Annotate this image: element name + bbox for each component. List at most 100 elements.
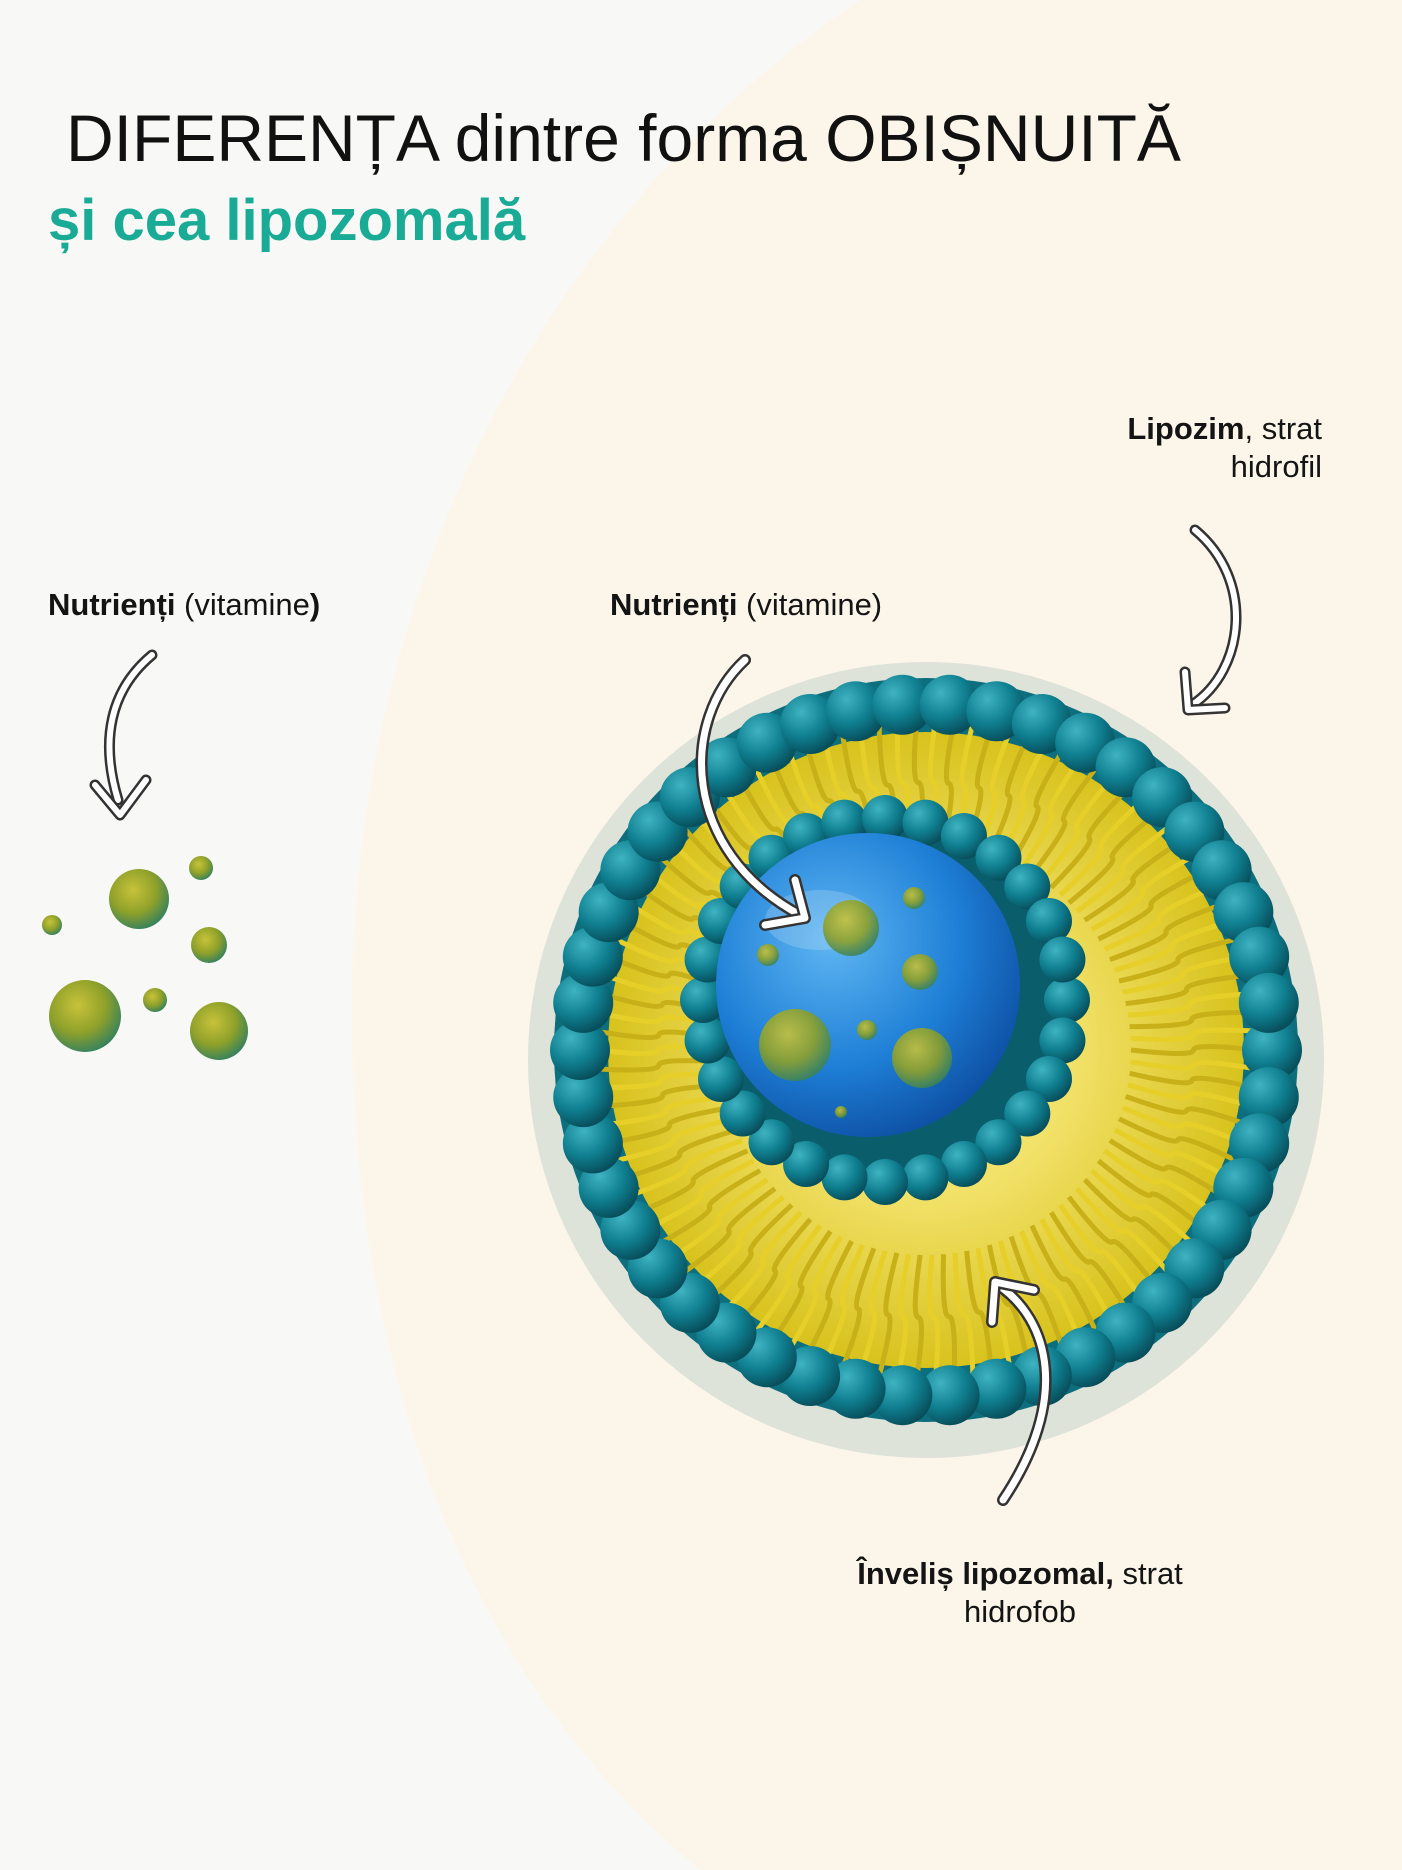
outer-head-group <box>919 674 980 735</box>
lipid-tail <box>1125 972 1248 1007</box>
inner-head-group <box>902 1154 949 1201</box>
outer-head-group <box>1238 1067 1299 1128</box>
nutrient-particle <box>759 1009 831 1081</box>
lipid-tail <box>1129 1070 1255 1091</box>
lipid-tail <box>614 1116 734 1164</box>
lipid-tail <box>637 1148 749 1215</box>
lipid-tail <box>786 1235 843 1352</box>
lipid-tail <box>1029 1224 1099 1334</box>
inner-head-group <box>783 1140 830 1187</box>
inner-head-group <box>1039 936 1086 983</box>
inner-head-group <box>902 799 949 846</box>
inner-head-group <box>862 1159 908 1205</box>
nutrient-particle <box>757 944 779 966</box>
lipid-tail <box>608 1105 730 1146</box>
inner-head-group <box>684 1017 731 1064</box>
lipid-tail <box>1117 1116 1238 1164</box>
lipid-tail <box>1113 1127 1232 1181</box>
outer-head-group <box>1242 1020 1302 1080</box>
lipid-tail <box>681 1186 777 1276</box>
lipid-tail <box>1108 1138 1224 1198</box>
lipid-tail <box>1090 853 1195 932</box>
lipid-tail <box>694 1195 785 1289</box>
lipid-tail <box>600 1082 725 1109</box>
inner-head-group <box>975 1119 1022 1166</box>
lipid-tail <box>1124 1094 1249 1128</box>
inner-head-group <box>1025 898 1072 945</box>
lipid-tail <box>821 1243 865 1365</box>
lipid-tail <box>912 1254 924 1381</box>
outer-head-group <box>966 681 1027 742</box>
page-title: DIFERENȚA dintre forma OBIȘNUITĂ <box>66 101 1181 175</box>
inner-head-group <box>1004 863 1051 910</box>
lipid-tail <box>753 1224 823 1335</box>
outer-head-group <box>780 693 841 754</box>
core-nutrient-particles <box>757 887 952 1118</box>
lipid-tail <box>1130 1059 1256 1072</box>
lipid-tail <box>1058 798 1144 897</box>
lipid-tail <box>858 1250 888 1375</box>
lipid-tail <box>1075 1186 1172 1275</box>
lipid-tail <box>1121 1105 1244 1146</box>
lipid-tail <box>1075 824 1171 914</box>
label-core-nutrients: Nutrienți (vitamine) <box>610 587 883 622</box>
arrow-liposome-icon <box>1179 524 1242 716</box>
inner-head-group <box>680 977 726 1023</box>
lipid-tail <box>621 1127 738 1181</box>
outer-head-group <box>553 972 614 1033</box>
lipid-tail <box>722 1210 803 1314</box>
inner-head-groups <box>680 795 1090 1205</box>
outer-head-group <box>553 1067 614 1128</box>
outer-head-group <box>550 1020 610 1080</box>
lipid-tail <box>987 735 1031 857</box>
lipid-tail <box>1019 756 1083 871</box>
inner-head-group <box>1004 1090 1051 1137</box>
outer-head-group <box>562 1113 623 1174</box>
lipid-tail <box>598 1070 723 1091</box>
nutrient-particle <box>903 887 925 909</box>
lipid-tail <box>1127 991 1252 1018</box>
lipid-tail <box>1130 1044 1257 1056</box>
lipid-tail <box>1129 1009 1254 1030</box>
nutrient-particle <box>109 869 169 929</box>
lipid-tail <box>1066 1195 1158 1289</box>
outer-head-group <box>1229 926 1290 987</box>
nutrient-particle <box>823 900 879 956</box>
nutrient-particle <box>191 927 227 963</box>
lipid-tail <box>1118 936 1238 984</box>
inner-head-group <box>1025 1055 1072 1102</box>
lipid-tail <box>941 720 957 847</box>
lipid-tail <box>1039 1218 1115 1324</box>
lipid-tail <box>1039 775 1115 883</box>
lipid-tail <box>604 1093 727 1128</box>
lipid-tail <box>708 1203 794 1302</box>
lipid-tail <box>952 1252 976 1377</box>
inner-head-group <box>1039 1017 1086 1064</box>
label-free-nutrients: Nutrienți (vitamine) <box>48 587 321 622</box>
lipid-tail <box>1103 1148 1215 1215</box>
free-nutrient-particles <box>42 856 248 1060</box>
lipid-tail <box>804 1239 854 1359</box>
arrow-free-nutrients-icon <box>89 649 158 821</box>
lipid-tail <box>629 1138 743 1198</box>
lipid-tail <box>940 1254 958 1379</box>
lipid-tail <box>1082 1178 1184 1261</box>
inner-head-group <box>719 1090 766 1137</box>
lipid-tail <box>1114 919 1231 973</box>
lipid-tail <box>1083 839 1183 923</box>
lipid-tail <box>1097 869 1205 942</box>
outer-head-group <box>1238 972 1299 1033</box>
nutrient-particle <box>189 856 213 880</box>
outer-head-group <box>966 1358 1027 1419</box>
inner-head-group <box>748 1119 795 1166</box>
lipid-tail <box>1103 885 1215 952</box>
nutrient-particle <box>902 954 938 990</box>
lipid-tail <box>986 1244 1031 1365</box>
inner-head-group <box>940 813 987 860</box>
arrow-shell-icon <box>986 1276 1052 1506</box>
lipid-tail <box>927 1254 941 1381</box>
liposome-core <box>716 833 1020 1137</box>
